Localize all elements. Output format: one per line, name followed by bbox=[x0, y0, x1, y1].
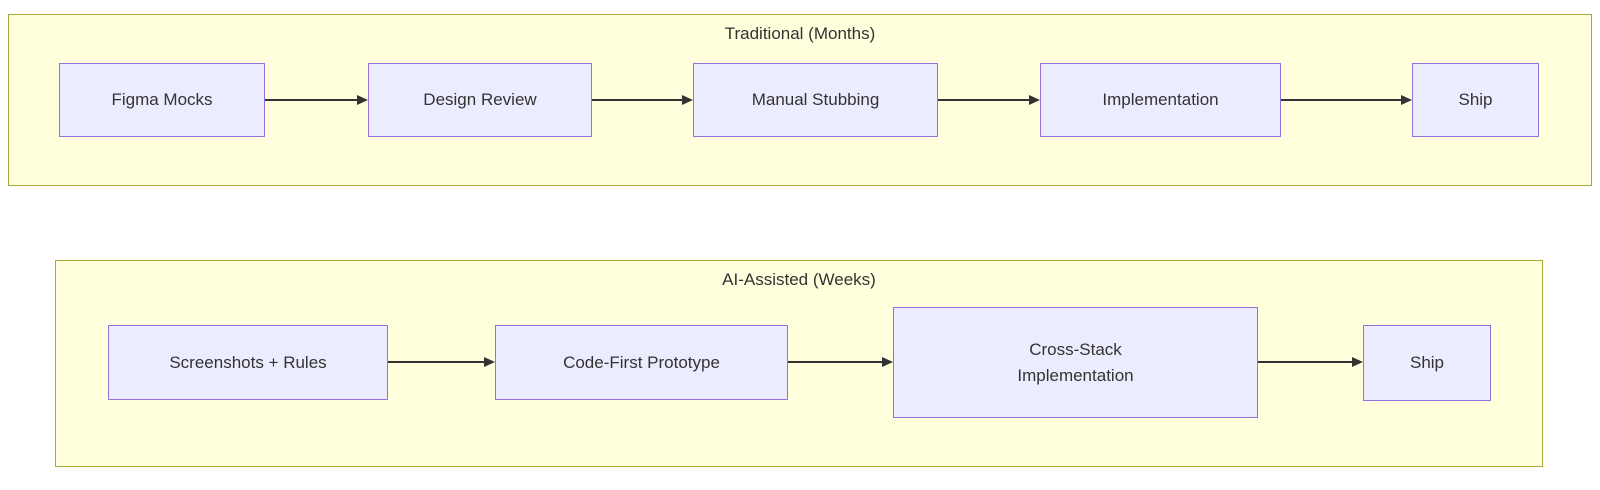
node-manual-stubbing-label: Manual Stubbing bbox=[751, 90, 880, 110]
arrowhead-icon bbox=[682, 95, 693, 105]
arrow-figma-to-review bbox=[265, 94, 368, 106]
node-cross-stack-implementation-label: Cross-Stack Implementation bbox=[1017, 340, 1134, 385]
cluster-traditional-title: Traditional (Months) bbox=[724, 24, 876, 43]
arrowhead-icon bbox=[882, 357, 893, 367]
node-ship-traditional: Ship bbox=[1412, 63, 1539, 137]
arrowhead-icon bbox=[1352, 357, 1363, 367]
arrowhead-icon bbox=[484, 357, 495, 367]
node-code-first-prototype-label: Code-First Prototype bbox=[563, 352, 720, 372]
node-screenshots-rules: Screenshots + Rules bbox=[108, 325, 388, 400]
arrow-shaft bbox=[1281, 99, 1403, 101]
arrow-shaft bbox=[265, 99, 359, 101]
arrow-review-to-stubbing bbox=[592, 94, 693, 106]
arrow-shaft bbox=[1258, 361, 1354, 363]
node-manual-stubbing: Manual Stubbing bbox=[693, 63, 938, 137]
node-ship-traditional-label: Ship bbox=[1458, 90, 1493, 110]
arrow-screenshots-to-prototype bbox=[388, 356, 495, 368]
arrow-shaft bbox=[788, 361, 884, 363]
node-ship-ai: Ship bbox=[1363, 325, 1491, 401]
arrow-implementation-to-ship bbox=[1281, 94, 1412, 106]
node-code-first-prototype: Code-First Prototype bbox=[495, 325, 788, 400]
node-cross-stack-implementation: Cross-Stack Implementation bbox=[893, 307, 1258, 418]
node-figma-mocks-label: Figma Mocks bbox=[111, 90, 213, 110]
arrow-stubbing-to-implementation bbox=[938, 94, 1040, 106]
arrow-prototype-to-crossstack bbox=[788, 356, 893, 368]
node-design-review: Design Review bbox=[368, 63, 592, 137]
node-implementation-label: Implementation bbox=[1102, 90, 1219, 110]
arrow-shaft bbox=[938, 99, 1031, 101]
cluster-ai-assisted-title: AI-Assisted (Weeks) bbox=[722, 270, 876, 289]
node-implementation: Implementation bbox=[1040, 63, 1281, 137]
arrowhead-icon bbox=[1029, 95, 1040, 105]
node-ship-ai-label: Ship bbox=[1409, 353, 1445, 373]
node-design-review-label: Design Review bbox=[423, 90, 537, 110]
node-screenshots-rules-label: Screenshots + Rules bbox=[169, 352, 327, 372]
arrow-shaft bbox=[592, 99, 684, 101]
node-figma-mocks: Figma Mocks bbox=[59, 63, 265, 137]
arrow-shaft bbox=[388, 361, 486, 363]
arrow-crossstack-to-ship bbox=[1258, 356, 1363, 368]
arrowhead-icon bbox=[1401, 95, 1412, 105]
arrowhead-icon bbox=[357, 95, 368, 105]
